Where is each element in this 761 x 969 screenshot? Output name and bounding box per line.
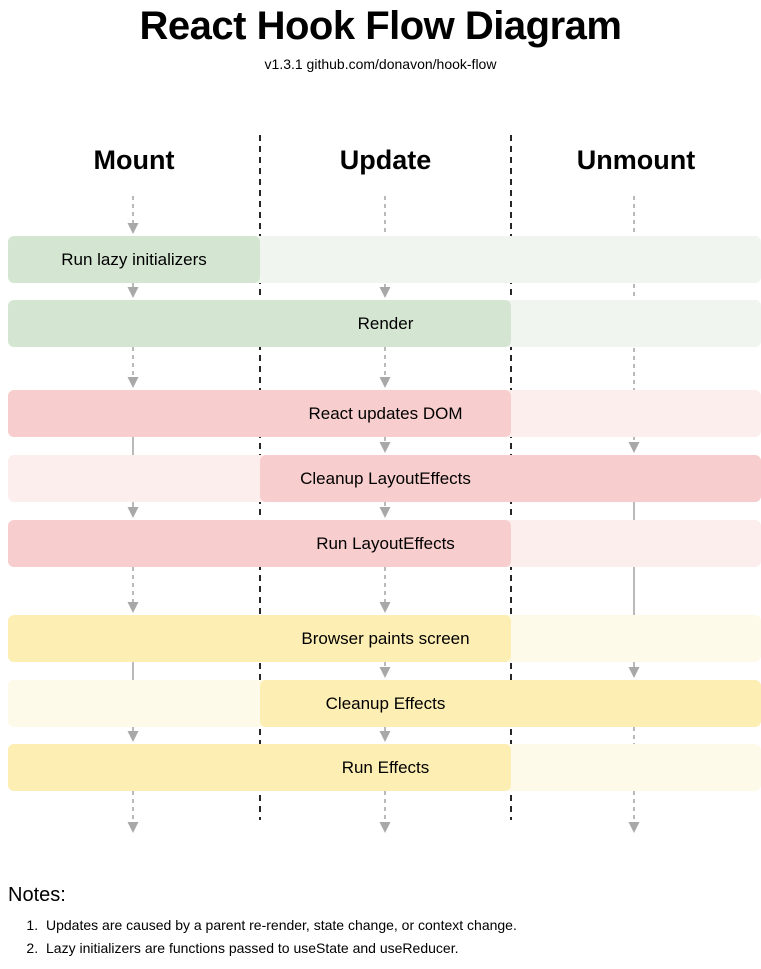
flow-arrow-head	[127, 507, 139, 518]
column-heading-unmount: Unmount	[576, 145, 696, 175]
column-heading-update: Update	[339, 145, 432, 175]
flow-row: Run lazy initializers	[8, 236, 761, 283]
flow-row: Cleanup Effects	[8, 680, 761, 727]
flow-arrow-head	[127, 822, 139, 833]
row-label-run-layouteffects: Run LayoutEffects	[316, 534, 455, 553]
row-band-active	[8, 615, 511, 662]
notes-section: Notes: Updates are caused by a parent re…	[8, 884, 753, 959]
row-label-react-updates-dom: React updates DOM	[308, 404, 463, 423]
row-band-active	[8, 520, 511, 567]
row-label-browser-paints-screen: Browser paints screen	[301, 629, 470, 648]
flow-row: Browser paints screen	[8, 615, 761, 662]
flow-arrow-head	[379, 287, 391, 298]
row-band-active	[8, 744, 511, 791]
flow-arrow-head	[628, 822, 640, 833]
page-title: React Hook Flow Diagram	[139, 4, 622, 48]
flow-arrow-head	[379, 822, 391, 833]
row-label-run-lazy-initializers: Run lazy initializers	[61, 250, 207, 269]
flow-arrow-head	[127, 287, 139, 298]
note-item-1: Updates are caused by a parent re-render…	[42, 914, 753, 937]
row-band-active	[260, 680, 761, 727]
column-heading-mount: Mount	[93, 145, 175, 175]
note-item-2: Lazy initializers are functions passed t…	[42, 937, 753, 960]
flow-arrow-head	[379, 602, 391, 613]
flow-arrow-head	[628, 442, 640, 453]
flow-row: Run Effects	[8, 744, 761, 791]
notes-list: Updates are caused by a parent re-render…	[8, 914, 753, 959]
row-band-active	[260, 455, 761, 502]
flow-arrow-head	[127, 731, 139, 742]
row-band-active	[8, 236, 260, 283]
flow-arrow-head	[127, 223, 139, 234]
row-band-active	[8, 390, 511, 437]
row-label-cleanup-effects: Cleanup Effects	[325, 694, 446, 713]
flow-arrow-head	[379, 667, 391, 678]
flow-arrow-head	[127, 377, 139, 388]
row-band-active	[8, 300, 511, 347]
flow-row: Run LayoutEffects	[8, 520, 761, 567]
row-label-render: Render	[357, 314, 414, 333]
flow-arrow-head	[379, 442, 391, 453]
row-label-run-effects: Run Effects	[341, 758, 430, 777]
flow-row: Render	[8, 300, 761, 347]
flow-arrow-head	[379, 507, 391, 518]
flow-arrow-head	[379, 731, 391, 742]
flow-row: React updates DOM	[8, 390, 761, 437]
flow-arrow-head	[379, 377, 391, 388]
row-label-cleanup-layouteffects: Cleanup LayoutEffects	[300, 469, 471, 488]
page-subtitle: v1.3.1 github.com/donavon/hook-flow	[264, 56, 497, 72]
flow-arrow-head	[628, 667, 640, 678]
flow-row: Cleanup LayoutEffects	[8, 455, 761, 502]
flow-arrow-head	[127, 602, 139, 613]
notes-title: Notes:	[8, 884, 66, 906]
